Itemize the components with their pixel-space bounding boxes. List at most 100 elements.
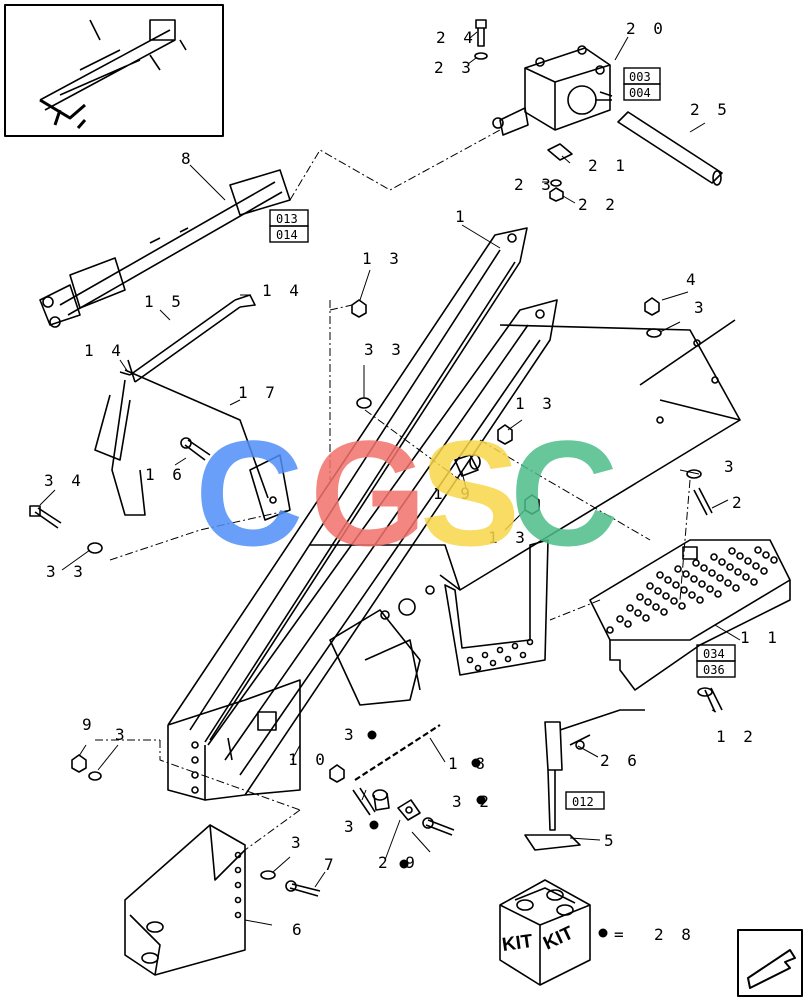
ref-012: 012 [572,795,594,809]
step-hole [642,614,650,622]
step-hole [698,580,706,588]
callout-1: 1 [455,207,469,226]
nav-arrow-button[interactable] [737,929,803,997]
step-hole [710,553,718,561]
callout-3-e: 3 [344,817,358,836]
step-hole [744,557,752,565]
callout-numbers: 1 2 3 3 3 3 3 3 4 5 6 7 8 9 1 0 1 1 1 2 … [44,19,781,939]
step-hole [690,575,698,583]
step-hole [736,552,744,560]
step-hole [634,609,642,617]
bolt-part-12 [697,687,723,713]
callout-16: 1 6 [145,465,186,484]
step-hole [616,615,624,623]
step-hole [606,626,614,634]
step-hole [724,579,732,587]
step-hole [662,592,670,600]
clevis-part-6 [124,824,246,976]
step-hole [734,568,742,576]
callout-leaders [39,31,741,926]
ref-013: 013 [276,212,298,226]
watermark-letter-1: C [195,409,303,577]
step-hole [714,590,722,598]
callout-3-d: 3 [344,725,358,744]
ref-003: 003 [629,70,651,84]
callout-13-b: 1 3 [515,394,556,413]
callout-8: 8 [181,149,195,168]
step-hole [682,570,690,578]
hardware-lower [71,754,455,897]
callout-23-a: 2 3 [434,58,475,77]
shaft-part-25 [617,111,723,186]
callout-32: 3 2 [452,792,493,811]
callout-14-a: 1 4 [262,281,303,300]
callout-3-c: 3 [115,725,129,744]
callout-3-b: 3 [724,457,738,476]
kit-legend-number: 2 8 [654,925,695,944]
ref-004: 004 [629,86,651,100]
step-hole [700,564,708,572]
callout-34: 3 4 [44,471,85,490]
step-hole [718,558,726,566]
step-hole [688,591,696,599]
jack-part-5 [524,709,645,851]
callout-2: 2 [732,493,746,512]
step-hole [660,608,668,616]
callout-3-a: 3 [694,298,708,317]
callout-10: 1 0 [288,750,329,769]
tongue-frame-part-1 [167,227,741,801]
kit-box [499,879,591,986]
step-hole [760,567,768,575]
callout-29: 2 9 [378,853,419,872]
step-hole [708,569,716,577]
step-hole [644,598,652,606]
ref-036: 036 [703,663,725,677]
callout-12: 1 2 [716,727,757,746]
kit-legend-equals: = [614,925,628,944]
kit-label-right: KIT [540,922,577,954]
callout-22: 2 2 [578,195,619,214]
step-hole [678,602,686,610]
callout-5: 5 [604,831,618,850]
chain-part-18 [352,724,441,816]
callout-19: 1 9 [433,484,474,503]
watermark-logo: C G S C [195,409,618,577]
callout-14-b: 1 4 [84,341,125,360]
step-hole [654,587,662,595]
callout-13-c: 1 3 [488,528,529,547]
mount-bracket [444,539,549,676]
callout-7: 7 [324,855,338,874]
step-hole [670,597,678,605]
step-hole [692,559,700,567]
callout-3-f: 3 [291,833,305,852]
kit-labels: KIT KIT = 2 8 [501,922,695,956]
callout-26: 2 6 [600,751,641,770]
step-hole [752,562,760,570]
callout-21: 2 1 [588,156,629,175]
step-hole [706,585,714,593]
step-hole [728,547,736,555]
step-hole [664,576,672,584]
watermark-letter-3: S [420,409,520,577]
callout-18: 1 8 [448,754,489,773]
callout-15: 1 5 [144,292,185,311]
step-hole [696,596,704,604]
step-hole [770,556,778,564]
plate-part-21 [547,143,573,202]
step-hole [636,593,644,601]
kit-markers [367,730,608,938]
kit-label-left: KIT [501,931,535,956]
callout-11: 1 1 [740,628,781,647]
step-hole [754,546,762,554]
callout-33-b: 3 3 [46,562,87,581]
callout-23-b: 2 3 [514,175,555,194]
step-hole [646,582,654,590]
step-hole [652,603,660,611]
step-hole [726,563,734,571]
overview-inset [4,4,224,137]
step-hole [672,581,680,589]
step-hole [680,586,688,594]
step-hole [624,620,632,628]
leader-lines [95,129,691,851]
